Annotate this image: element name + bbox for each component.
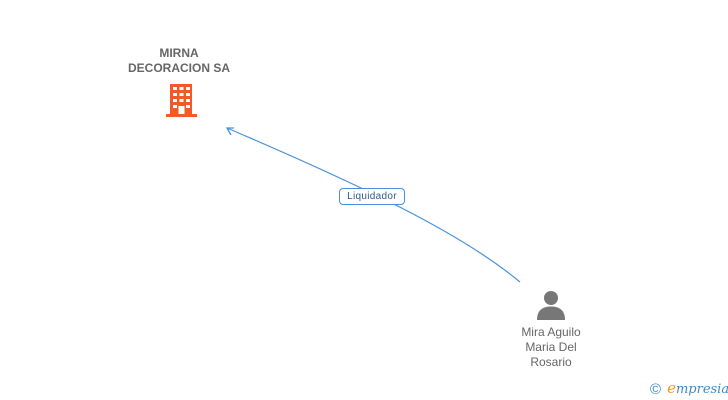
- person-name-line-1: Mira Aguilo: [521, 325, 581, 339]
- company-name[interactable]: MIRNA DECORACION SA: [109, 46, 249, 76]
- person-icon[interactable]: [536, 290, 566, 320]
- company-name-line-1: MIRNA: [159, 46, 199, 60]
- relationship-line: [226, 127, 521, 283]
- brand-logo-initial: e: [667, 379, 676, 397]
- person-name[interactable]: Mira Aguilo Maria Del Rosario: [496, 325, 606, 370]
- copyright-icon: ©: [650, 380, 662, 398]
- person-name-line-2: Maria Del: [525, 340, 577, 354]
- company-name-line-2: DECORACION SA: [127, 61, 230, 75]
- brand-logo-rest: mpresia: [675, 382, 728, 397]
- brand-logo: empresia: [667, 379, 728, 398]
- relationship-label[interactable]: Liquidador: [339, 188, 405, 205]
- person-name-line-3: Rosario: [530, 355, 572, 369]
- building-icon[interactable]: [165, 83, 198, 118]
- arrow-head-icon: [225, 127, 234, 136]
- footer-brand[interactable]: © empresia: [650, 380, 728, 398]
